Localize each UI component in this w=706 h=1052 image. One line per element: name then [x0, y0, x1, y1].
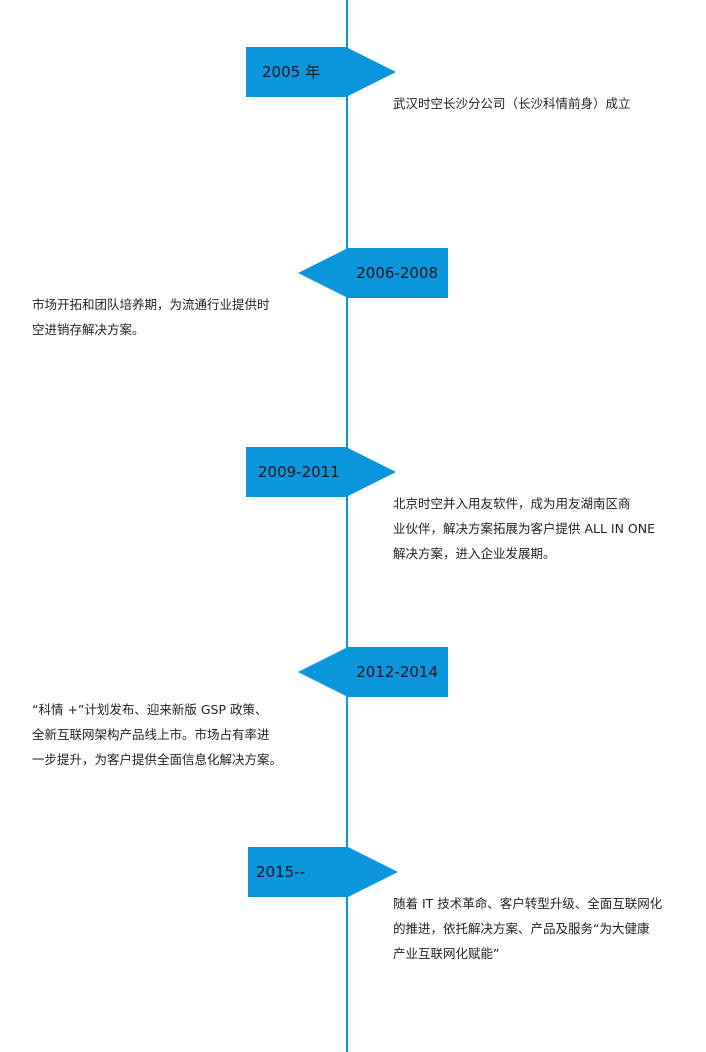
milestone-description: 北京时空并入用友软件，成为用友湖南区商 业伙伴，解决方案拓展为客户提供 ALL …: [393, 491, 655, 566]
milestone-flag-2009-2011: 2009-2011: [246, 447, 396, 497]
milestone-year: 2005 年: [262, 63, 320, 81]
flag-arrow-left-icon: [298, 248, 448, 298]
milestone-year: 2012-2014: [356, 663, 438, 681]
milestone-flag-2012-2014: 2012-2014: [298, 647, 448, 697]
milestone-flag-2005: 2005 年: [246, 47, 396, 97]
milestone-flag-2006-2008: 2006-2008: [298, 248, 448, 298]
milestone-year: 2009-2011: [258, 463, 340, 481]
description-line: 随着 IT 技术革命、客户转型升级、全面互联网化: [393, 896, 663, 911]
description-line: 北京时空并入用友软件，成为用友湖南区商: [393, 496, 631, 511]
milestone-description: 武汉时空长沙分公司（长沙科情前身）成立: [393, 91, 631, 116]
flag-arrow-left-icon: [298, 647, 448, 697]
description-line: 武汉时空长沙分公司（长沙科情前身）成立: [393, 96, 631, 111]
milestone-description: 市场开拓和团队培养期，为流通行业提供时 空进销存解决方案。: [32, 292, 270, 342]
milestone-year: 2006-2008: [356, 264, 438, 282]
description-line: 产业互联网化赋能”: [393, 946, 500, 961]
flag-arrow-right-icon: [248, 847, 398, 897]
flag-arrow-right-icon: [246, 447, 396, 497]
timeline-axis: [346, 0, 348, 1052]
description-line: 全新互联网架构产品线上市。市场占有率进: [32, 727, 270, 742]
description-line: 业伙伴，解决方案拓展为客户提供 ALL IN ONE: [393, 521, 656, 536]
description-line: 解决方案，进入企业发展期。: [393, 546, 556, 561]
milestone-year: 2015--: [256, 863, 305, 881]
description-line: “科情 +”计划发布、迎来新版 GSP 政策、: [32, 702, 268, 717]
description-line: 空进销存解决方案。: [32, 322, 145, 337]
description-line: 的推进，依托解决方案、产品及服务“为大健康: [393, 921, 650, 936]
description-line: 市场开拓和团队培养期，为流通行业提供时: [32, 297, 270, 312]
milestone-description: “科情 +”计划发布、迎来新版 GSP 政策、 全新互联网架构产品线上市。市场占…: [32, 697, 282, 772]
milestone-description: 随着 IT 技术革命、客户转型升级、全面互联网化 的推进，依托解决方案、产品及服…: [393, 891, 662, 966]
flag-arrow-right-icon: [246, 47, 396, 97]
description-line: 一步提升，为客户提供全面信息化解决方案。: [32, 752, 283, 767]
milestone-flag-2015: 2015--: [248, 847, 398, 897]
